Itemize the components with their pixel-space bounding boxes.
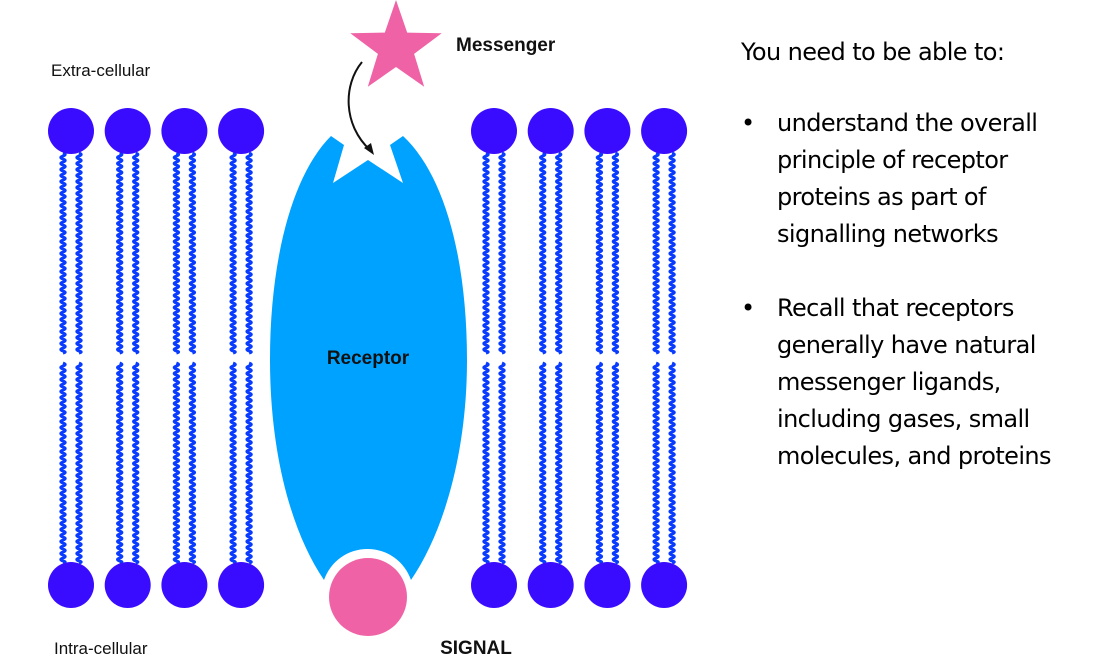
lipid-head xyxy=(471,108,517,154)
lipid-tail xyxy=(539,361,547,565)
lipid-head xyxy=(641,108,688,154)
objective-item: • Recall that receptors generally have n… xyxy=(741,290,1096,475)
lipid-tail xyxy=(595,151,604,355)
lipid-head xyxy=(104,562,151,608)
lipid-head xyxy=(527,108,574,154)
lipid-tail xyxy=(172,361,181,565)
lipid-head xyxy=(584,562,631,608)
lipid-tail xyxy=(116,361,124,565)
lipid-head xyxy=(471,562,517,608)
lipid-tail xyxy=(132,151,140,355)
lipid-head xyxy=(48,108,94,154)
lipid-tail xyxy=(498,361,506,565)
lipid-tail xyxy=(245,361,253,565)
arrow-head-icon xyxy=(364,143,374,155)
lipid-tail xyxy=(595,361,604,565)
lipid-tail xyxy=(59,151,67,355)
lipid-tail xyxy=(482,361,490,565)
lipid-tail xyxy=(611,151,620,355)
lipid-tail xyxy=(75,151,83,355)
binding-arrow xyxy=(347,61,371,151)
lipid-tail xyxy=(229,361,237,565)
bullet-icon: • xyxy=(741,294,755,322)
lipid-tail xyxy=(498,151,506,355)
lipid-head xyxy=(527,562,574,608)
lipid-tail xyxy=(668,361,676,565)
intracellular-label: Intra-cellular xyxy=(54,639,148,658)
messenger-label: Messenger xyxy=(456,35,556,56)
lipid-head xyxy=(48,562,94,608)
lipid-tail xyxy=(652,361,660,565)
objective-text: Recall that receptors generally have nat… xyxy=(777,294,1052,470)
bullet-icon: • xyxy=(741,109,755,137)
lipid-head xyxy=(641,562,688,608)
lipid-tail xyxy=(611,361,620,565)
receptor-protein xyxy=(270,136,467,580)
lipid-tail xyxy=(188,151,197,355)
signal-molecule xyxy=(329,558,407,636)
lipid-head xyxy=(161,562,208,608)
objective-item: • understand the overall principle of re… xyxy=(741,105,1096,253)
lipid-tail xyxy=(245,151,253,355)
messenger-star-icon xyxy=(350,0,442,87)
learning-objectives: You need to be able to: • understand the… xyxy=(741,34,1096,512)
lipid-bilayer xyxy=(48,108,688,608)
objectives-heading: You need to be able to: xyxy=(741,38,1005,66)
lipid-tail xyxy=(482,151,490,355)
lipid-head xyxy=(218,562,265,608)
lipid-tail xyxy=(116,151,124,355)
lipid-tail xyxy=(229,151,237,355)
lipid-tail xyxy=(668,151,676,355)
lipid-tail xyxy=(555,151,563,355)
lipid-head xyxy=(218,108,265,154)
lipid-tail xyxy=(132,361,140,565)
lipid-tail xyxy=(75,361,83,565)
lipid-tail xyxy=(59,361,67,565)
lipid-head xyxy=(584,108,631,154)
lipid-tail xyxy=(172,151,181,355)
extracellular-label: Extra-cellular xyxy=(51,61,151,80)
lipid-tail xyxy=(539,151,547,355)
lipid-tail xyxy=(555,361,563,565)
lipid-head xyxy=(161,108,208,154)
receptor-label: Receptor xyxy=(327,348,410,369)
signal-label: SIGNAL xyxy=(440,638,512,659)
objectives-list: • understand the overall principle of re… xyxy=(741,105,1096,475)
lipid-tail xyxy=(652,151,660,355)
lipid-tail xyxy=(188,361,197,565)
lipid-head xyxy=(104,108,151,154)
objective-text: understand the overall principle of rece… xyxy=(777,109,1038,248)
